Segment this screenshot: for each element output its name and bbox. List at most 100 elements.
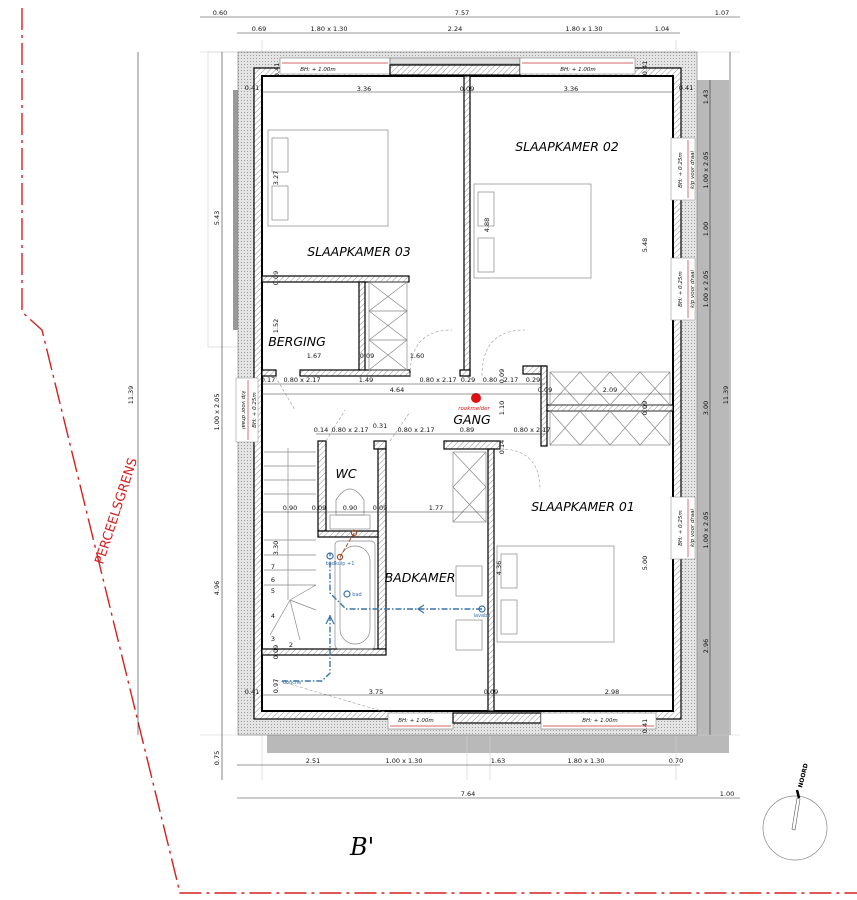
dimension-label: 0.41 bbox=[641, 719, 649, 733]
room-label-slaapkamer-02: SLAAPKAMER 02 bbox=[515, 139, 619, 154]
dimension-label: 1.43 bbox=[702, 90, 710, 104]
window-sill-label: BH: + 1.00m bbox=[582, 718, 617, 724]
dimension-label: 1.10 bbox=[498, 401, 506, 415]
dimension-label: 0.41 bbox=[245, 84, 259, 92]
dimension-label: 1.00 x 1.30 bbox=[386, 757, 423, 765]
dimension-label: 0.31 bbox=[373, 422, 387, 430]
plumbing-lines: badkuip +1 bad lavabo douche bbox=[282, 529, 491, 686]
dimension-label: 1.80 x 1.30 bbox=[311, 25, 348, 33]
dimension-label: 5.43 bbox=[213, 211, 221, 225]
dimension-label: 2.96 bbox=[702, 639, 710, 653]
dimension-label: 0.17 bbox=[261, 376, 275, 384]
smoke-detector-icon bbox=[471, 393, 481, 403]
dimension-label: 1.00 bbox=[720, 790, 734, 798]
dimension-label: 0.14 bbox=[314, 426, 328, 434]
dimension-label: 0.80 x 2.17 bbox=[514, 426, 551, 434]
wardrobes bbox=[368, 281, 671, 523]
staircase bbox=[264, 448, 317, 641]
drain-icon bbox=[478, 605, 486, 613]
dimension-label: 0.41 bbox=[245, 688, 259, 696]
dimension-label: 4.88 bbox=[483, 218, 491, 232]
dimension-label: 2.24 bbox=[448, 25, 462, 33]
dimension-label: 7.64 bbox=[461, 790, 475, 798]
door-sill-label: BH: + 0.25m bbox=[252, 392, 258, 427]
dimension-label: 0.80 x 2.17 bbox=[332, 426, 369, 434]
dimension-label: 2.98 bbox=[605, 688, 619, 696]
dimension-label: 1.52 bbox=[272, 319, 280, 333]
room-label-gang: GANG bbox=[453, 412, 491, 427]
drain-icon bbox=[336, 553, 344, 561]
dimension-label: 0.60 bbox=[213, 9, 227, 17]
door-sill-label: BH: + 0.25m bbox=[678, 152, 684, 187]
bad-label: bad bbox=[352, 592, 361, 598]
smoke-detector: rookmelder bbox=[458, 393, 491, 412]
dimension-label: 3.00 bbox=[702, 401, 710, 415]
door-sill-label: BH: + 0.25m bbox=[678, 271, 684, 306]
windows-bottom: BH: + 1.00m BH: + 1.00m bbox=[387, 712, 657, 730]
dimension-label: 2.09 bbox=[603, 386, 617, 394]
dimension-lines bbox=[137, 16, 740, 799]
window-sill-label: BH: + 1.00m bbox=[398, 718, 433, 724]
north-label: NOORD bbox=[797, 763, 810, 789]
dimension-label: 3.75 bbox=[369, 688, 383, 696]
dimension-label: 0.09 bbox=[460, 85, 474, 93]
dimension-label: 11.39 bbox=[722, 386, 730, 405]
property-line-label: PERCEELSGRENS bbox=[93, 456, 141, 566]
dimension-label: 2.17 bbox=[504, 376, 518, 384]
dimension-label: 0.41 bbox=[641, 61, 649, 75]
kip-voor-draai-label: kip voor draai bbox=[240, 391, 246, 429]
dimension-labels: 0.60 7.57 1.07 0.69 1.80 x 1.30 2.24 1.8… bbox=[127, 9, 734, 798]
kip-voor-draai-label: kip voor draai bbox=[690, 270, 696, 308]
room-label-slaapkamer-01: SLAAPKAMER 01 bbox=[531, 499, 635, 514]
dimension-label: 5.00 bbox=[641, 556, 649, 570]
window-sill-label: BH: + 1.00m bbox=[560, 67, 595, 73]
dimension-label: 1.67 bbox=[307, 352, 321, 360]
dimension-label: 1.60 bbox=[410, 352, 424, 360]
dimension-label: 0.70 bbox=[669, 757, 683, 765]
dimension-label: 0.90 bbox=[283, 504, 297, 512]
dimension-label: 1.00 x 2.05 bbox=[702, 152, 710, 189]
dimension-label: 4.36 bbox=[495, 561, 503, 575]
douche-label: douche bbox=[283, 680, 301, 686]
dimension-label: 0.09 bbox=[360, 352, 374, 360]
dimension-label: 0.89 bbox=[460, 426, 474, 434]
kip-voor-draai-label: kip voor draai bbox=[690, 151, 696, 189]
dimension-label: 1.80 x 1.30 bbox=[568, 757, 605, 765]
compass-icon bbox=[762, 795, 828, 861]
room-label-slaapkamer-03: SLAAPKAMER 03 bbox=[307, 244, 411, 259]
lavabo-label: lavabo bbox=[474, 613, 491, 619]
dimension-label: 1.77 bbox=[429, 504, 443, 512]
smoke-detector-label: rookmelder bbox=[458, 406, 490, 412]
dimension-label: 0.75 bbox=[213, 751, 221, 765]
dimension-label: 0.80 bbox=[483, 376, 497, 384]
dimension-label: 0.29 bbox=[461, 376, 475, 384]
dimension-label: 1.00 bbox=[702, 222, 710, 236]
drain-icon bbox=[343, 590, 351, 598]
room-labels: SLAAPKAMER 02 SLAAPKAMER 03 BERGING GANG… bbox=[268, 139, 635, 585]
dimension-label: 0.90 bbox=[343, 504, 357, 512]
dimension-label: 3.27 bbox=[272, 171, 280, 185]
windows-right: BH: + 0.25m kip voor draai BH: + 0.25m k… bbox=[670, 137, 696, 560]
dimension-label: 1.00 x 2.05 bbox=[702, 271, 710, 308]
dimension-label: 0.97 bbox=[272, 679, 280, 693]
dimension-label: 0.09 bbox=[312, 504, 326, 512]
stair-step-number: 4 bbox=[271, 612, 275, 620]
room-label-wc: WC bbox=[335, 466, 356, 481]
stair-step-number: 2 bbox=[289, 641, 293, 649]
dimension-label: 4.96 bbox=[213, 581, 221, 595]
dimension-label: 0.80 x 2.17 bbox=[420, 376, 457, 384]
dimension-label: 0.29 bbox=[526, 376, 540, 384]
dimension-label: 1.00 x 2.05 bbox=[213, 394, 221, 431]
room-label-badkamer: BADKAMER bbox=[385, 570, 456, 585]
dimension-label: 0.41 bbox=[679, 84, 693, 92]
stair-step-number: 6 bbox=[271, 576, 275, 584]
dimension-label: 1.63 bbox=[491, 757, 505, 765]
badkuip-label: badkuip +1 bbox=[326, 561, 355, 567]
exterior-shading bbox=[233, 80, 729, 753]
dimension-label: 1.80 x 1.30 bbox=[566, 25, 603, 33]
stair-label: 3.30 bbox=[272, 541, 280, 555]
dimension-label: 1.00 x 2.05 bbox=[702, 512, 710, 549]
drain-icon bbox=[326, 552, 334, 560]
stair-step-number: 5 bbox=[271, 587, 275, 595]
